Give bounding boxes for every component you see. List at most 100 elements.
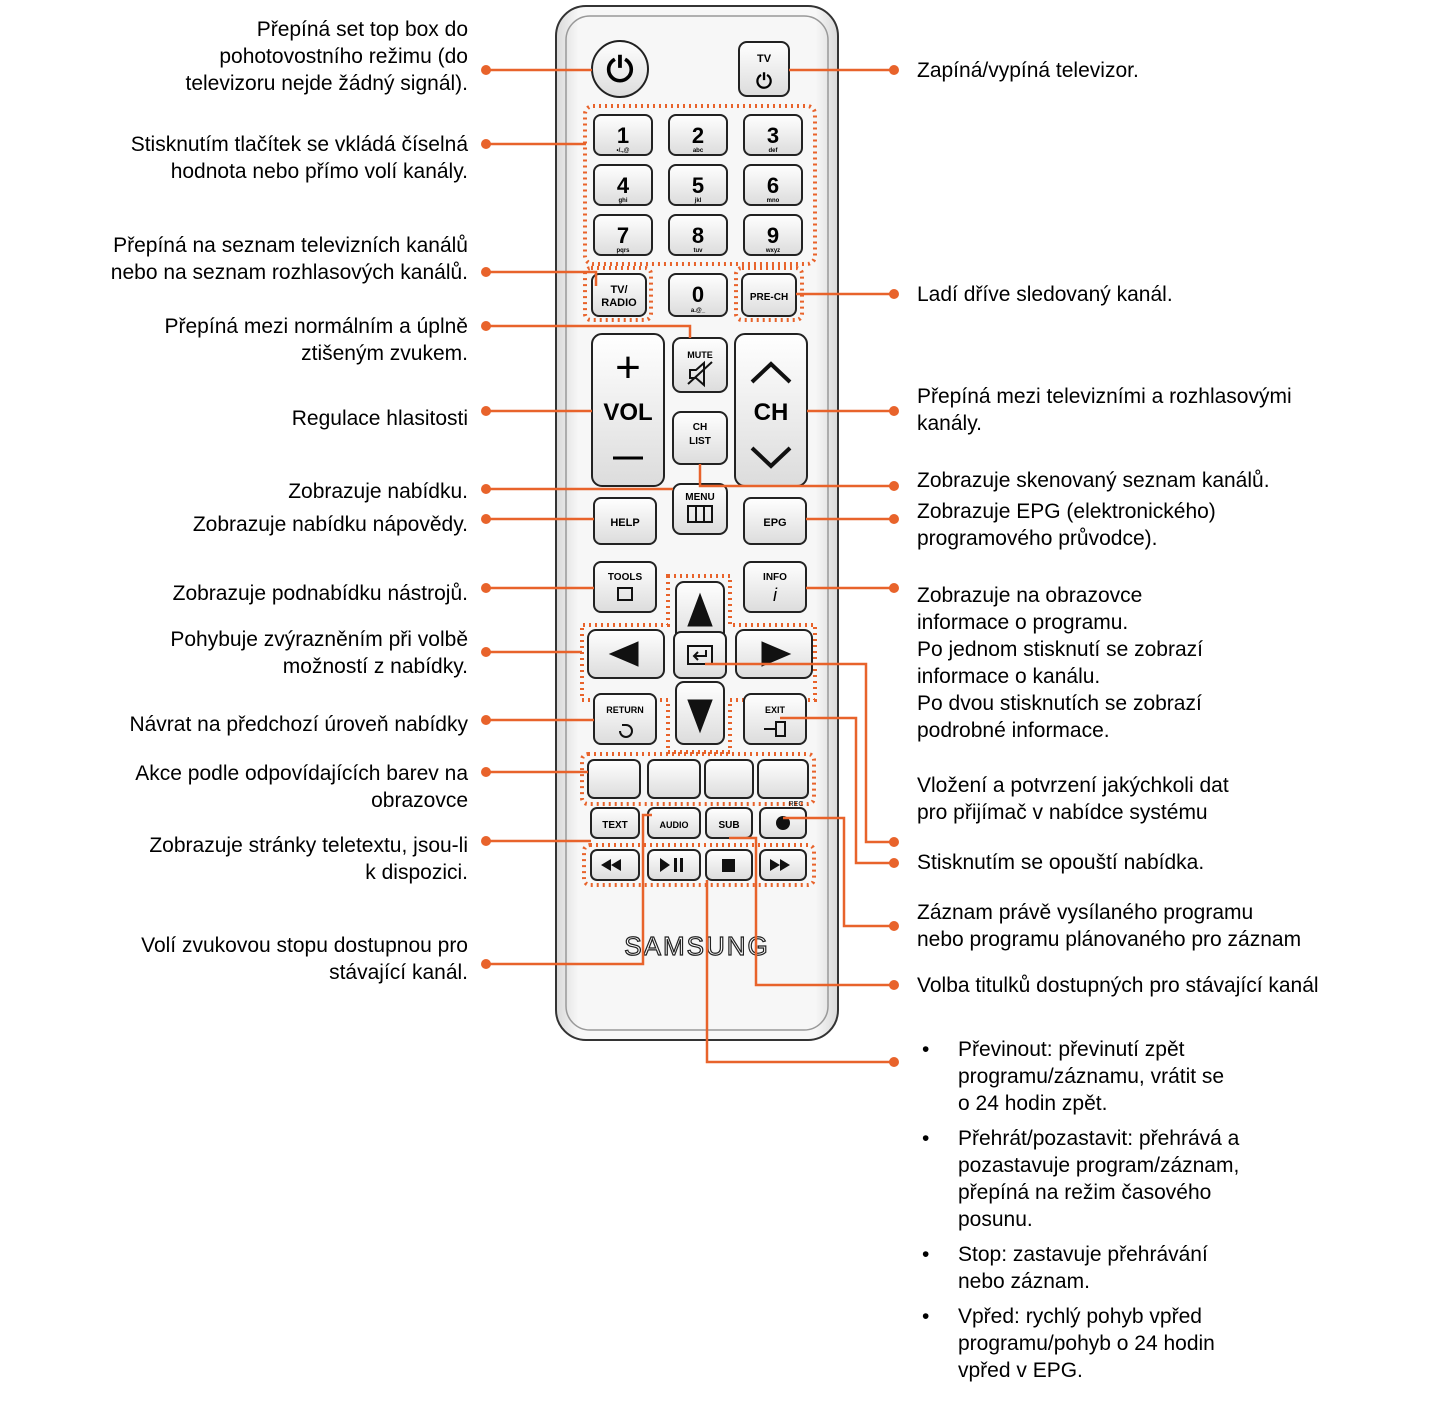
info-label: INFO — [763, 572, 787, 583]
label-help: Zobrazuje nabídku nápovědy. — [192, 513, 468, 536]
num-1-button[interactable] — [593, 114, 653, 156]
vol-label: VOL — [603, 399, 652, 426]
tv-power-label: TV — [757, 53, 772, 65]
audio-button[interactable] — [647, 807, 701, 839]
enter-icon — [687, 645, 713, 665]
label-mute: Přepíná mezi normálním a úplně ztišeným … — [164, 315, 469, 365]
num-9-button[interactable] — [743, 214, 803, 256]
num-0-sub-label: a.@_ — [691, 308, 706, 314]
label-channel: Přepíná mezi televizními a rozhlasovými … — [917, 385, 1292, 435]
sub-label: SUB — [718, 820, 739, 831]
bullet-marker: • — [922, 1243, 930, 1266]
help-button[interactable] — [593, 497, 657, 545]
num-7-label: 7 — [617, 223, 629, 248]
num-2-sub-label: abc — [693, 148, 704, 154]
label-color-keys: Akce podle odpovídajících barev na obraz… — [135, 762, 468, 812]
exit-label: EXIT — [765, 705, 786, 715]
mute-button[interactable] — [672, 337, 728, 393]
num-2-button[interactable] — [668, 114, 728, 156]
label-prech: Ladí dříve sledovaný kanál. — [917, 283, 1173, 306]
right-arrow-icon — [761, 641, 792, 667]
play-pause-icon — [660, 858, 683, 872]
tv-radio-button[interactable] — [591, 273, 647, 317]
tv-radio-label-1: TV/ — [610, 284, 627, 296]
text-button[interactable] — [590, 807, 640, 839]
label-tv-power: Zapíná/vypíná televizor. — [917, 59, 1139, 82]
up-arrow-icon — [687, 592, 713, 627]
num-2-label: 2 — [692, 123, 704, 148]
callout-dots — [481, 65, 899, 1067]
label-number-keys: Stisknutím tlačítek se vkládá číselná ho… — [130, 133, 468, 183]
num-1-label: 1 — [617, 123, 629, 148]
label-tv-radio: Přepíná na seznam televizních kanálů neb… — [110, 234, 468, 284]
bullet-marker: • — [922, 1305, 930, 1328]
audio-label: AUDIO — [660, 820, 689, 830]
color-key-a[interactable] — [587, 759, 641, 799]
num-7-button[interactable] — [593, 214, 653, 256]
label-menu: Zobrazuje nabídku. — [288, 480, 468, 503]
bullet-play-pause-text: Přehrát/pozastavit: přehrává a pozastavu… — [958, 1127, 1240, 1231]
exit-icon — [764, 721, 786, 737]
menu-label: MENU — [685, 492, 714, 503]
callout-lines — [486, 68, 894, 1064]
ch-down-icon — [750, 446, 792, 469]
rec-dot-icon — [776, 816, 790, 830]
label-exit: Stisknutím se opouští nabídka. — [917, 851, 1205, 874]
label-info: Zobrazuje na obrazovce informace o progr… — [917, 584, 1203, 742]
label-ch-list: Zobrazuje skenovaný seznam kanálů. — [917, 469, 1270, 492]
remote-buttons — [587, 40, 813, 881]
epg-button[interactable] — [743, 497, 807, 545]
label-tools: Zobrazuje podnabídku nástrojů. — [172, 582, 468, 605]
return-label: RETURN — [606, 705, 644, 715]
num-4-button[interactable] — [593, 164, 653, 206]
num-0-label: 0 — [692, 282, 704, 307]
playback-highlight — [582, 843, 816, 887]
samsung-logo: SAMSUNG — [624, 931, 769, 961]
tools-icon — [617, 587, 633, 601]
color-keys-highlight — [580, 752, 816, 806]
label-record: Záznam právě vysílaného programu nebo pr… — [917, 901, 1302, 951]
prech-label: PRE-CH — [750, 292, 788, 303]
tv-radio-label-2: RADIO — [601, 297, 637, 309]
dpad-highlight — [580, 574, 817, 754]
info-icon: i — [773, 585, 778, 605]
bullet-marker: • — [922, 1038, 930, 1061]
num-4-label: 4 — [617, 173, 630, 198]
menu-grid-icon — [687, 505, 713, 523]
num-5-sub-label: jkl — [694, 198, 702, 204]
label-enter: Vložení a potvrzení jakýchkoli dat pro p… — [917, 774, 1229, 824]
num-5-label: 5 — [692, 173, 704, 198]
bullet-stop-text: Stop: zastavuje přehrávání nebo záznam. — [958, 1243, 1208, 1293]
label-teletext: Zobrazuje stránky teletextu, jsou-li k d… — [149, 834, 468, 884]
bullet-forward-text: Vpřed: rychlý pohyb vpřed programu/pohyb… — [958, 1305, 1215, 1382]
color-key-b[interactable] — [647, 759, 701, 799]
vol-minus-icon: — — [613, 440, 643, 473]
num-5-button[interactable] — [668, 164, 728, 206]
num-4-sub-label: ghi — [619, 198, 628, 204]
num-6-button[interactable] — [743, 164, 803, 206]
label-audio: Volí zvukovou stopu dostupnou pro stávaj… — [141, 934, 468, 984]
label-return: Návrat na předchozí úroveň nabídky — [129, 713, 468, 736]
bullet-play-pause: •Přehrát/pozastavit: přehrává a pozastav… — [922, 1125, 1342, 1233]
ch-label: CH — [754, 399, 789, 426]
help-label: HELP — [610, 517, 639, 529]
power-icon: ⏻ — [607, 51, 634, 89]
num-6-label: 6 — [767, 173, 779, 198]
text-label: TEXT — [602, 820, 628, 831]
num-8-button[interactable] — [668, 214, 728, 256]
num-3-button[interactable] — [743, 114, 803, 156]
rec-label: REC — [789, 801, 804, 808]
tv-power-icon: ⏻ — [756, 71, 772, 93]
color-key-c[interactable] — [704, 759, 754, 799]
ch-up-icon — [750, 361, 792, 384]
bullet-forward: • Vpřed: rychlý pohyb vpřed programu/pohy… — [922, 1303, 1342, 1384]
down-arrow-icon — [687, 699, 713, 734]
color-key-d[interactable] — [757, 759, 809, 799]
ch-list-label-1: CH — [693, 422, 707, 433]
num-9-label: 9 — [767, 223, 779, 248]
highlight-groups — [580, 104, 817, 887]
num-0-button[interactable] — [668, 273, 728, 317]
return-icon — [619, 724, 633, 738]
fast-forward-icon — [770, 859, 790, 871]
